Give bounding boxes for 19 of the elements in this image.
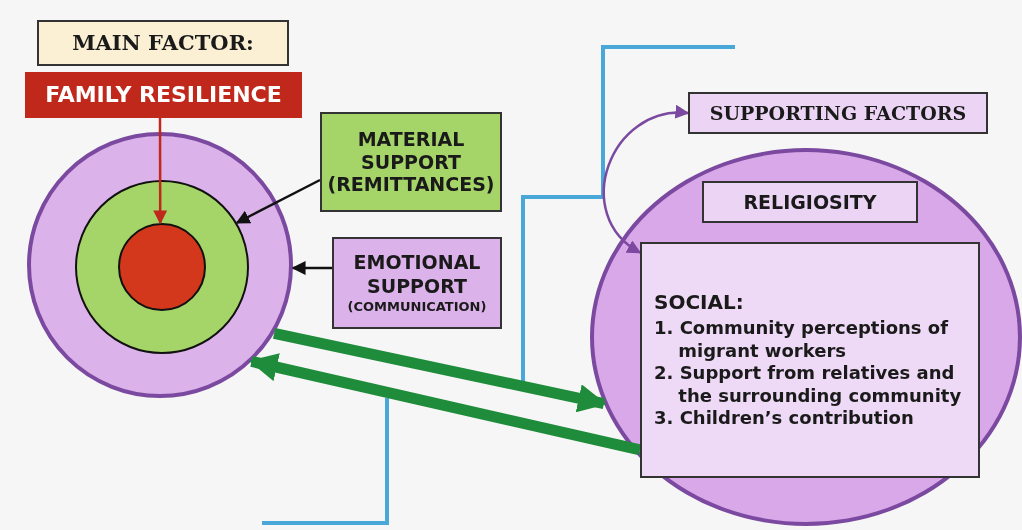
factor-heading-box: SUPPORTING FACTORS bbox=[688, 92, 988, 134]
panel-heading: SOCIAL: bbox=[654, 290, 744, 316]
list-item: 2. Support from relatives and the surrounding community bbox=[654, 362, 963, 408]
support-label-box: MATERIAL SUPPORT (REMITTANCES) bbox=[320, 112, 502, 212]
support-label-box bbox=[332, 237, 502, 329]
box-title: EMOTIONAL SUPPORT bbox=[352, 251, 482, 299]
box-subtitle: (COMMUNICATION) bbox=[347, 298, 487, 315]
arrow bbox=[153, 118, 168, 225]
list-item: 1. Community perceptions of migrant workers bbox=[654, 317, 950, 363]
list-item: 3. Children’s contribution bbox=[654, 407, 914, 430]
factor-list-panel bbox=[640, 242, 980, 478]
factor-label-box: RELIGIOSITY bbox=[702, 181, 918, 223]
arrow bbox=[235, 178, 321, 224]
factor-banner: FAMILY RESILIENCE bbox=[25, 72, 302, 118]
arrow bbox=[248, 353, 642, 456]
arrow bbox=[602, 106, 690, 254]
arrow bbox=[273, 327, 607, 413]
factor-heading-box: MAIN FACTOR: bbox=[37, 20, 289, 66]
arrow bbox=[291, 261, 332, 275]
